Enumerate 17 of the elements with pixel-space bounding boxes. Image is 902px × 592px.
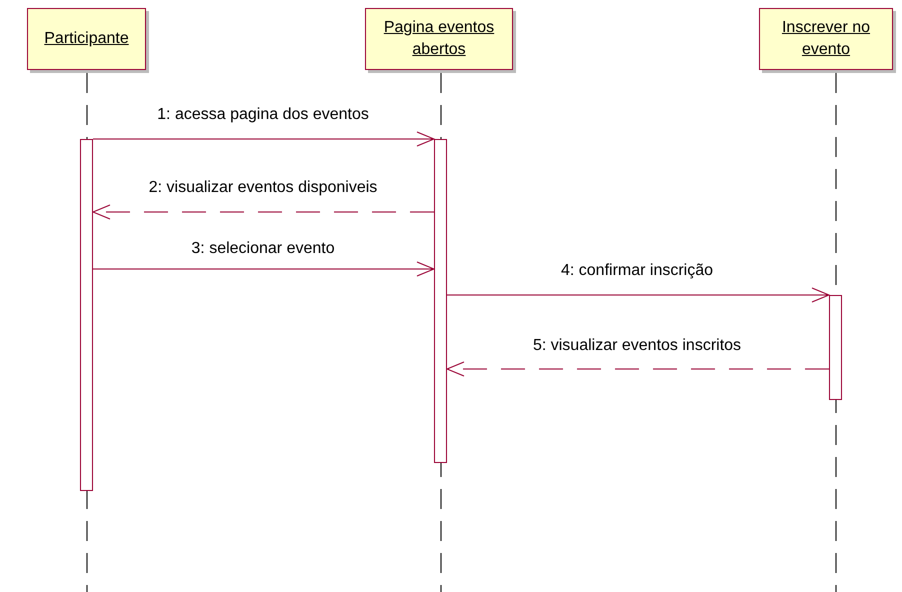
activation-bar bbox=[434, 139, 447, 463]
message-label: 1: acessa pagina dos eventos bbox=[155, 106, 371, 124]
object-name: Inscrever no evento bbox=[780, 18, 872, 60]
message-label: 2: visualizar eventos disponiveis bbox=[146, 179, 380, 197]
lifeline-header-box bbox=[365, 8, 513, 70]
activation-bar bbox=[829, 295, 842, 400]
object-name: Pagina eventos abertos bbox=[382, 18, 496, 60]
lifeline-header-box bbox=[27, 8, 146, 70]
message-arrow bbox=[92, 132, 434, 146]
message-label: 4: confirmar inscrição bbox=[558, 262, 716, 280]
message-arrow bbox=[92, 262, 434, 276]
object-name: Participante bbox=[44, 29, 129, 49]
message-arrow bbox=[446, 362, 830, 376]
message-arrow bbox=[92, 204, 434, 220]
lifeline-header-box bbox=[759, 8, 893, 70]
message-arrow bbox=[446, 288, 830, 302]
activation-bar bbox=[80, 139, 93, 491]
